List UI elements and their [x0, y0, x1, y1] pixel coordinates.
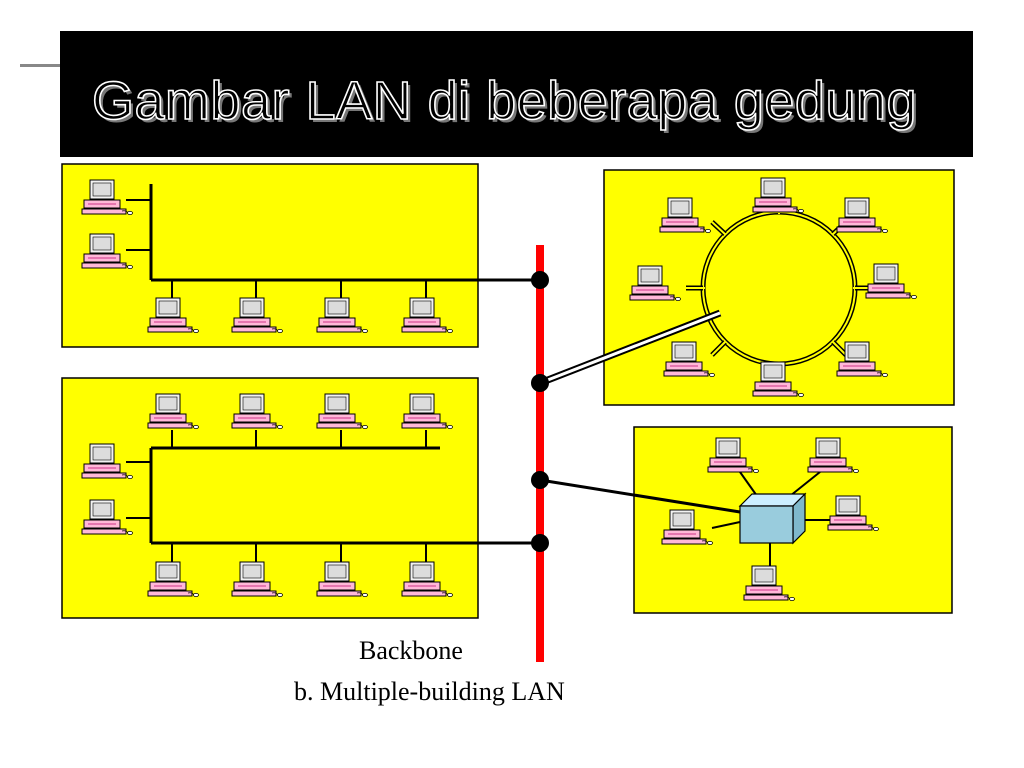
figure-caption: b. Multiple-building LAN: [294, 677, 565, 706]
building-star: [633, 426, 953, 614]
building-bus-bottom: [61, 377, 540, 619]
page-title: Gambar LAN di beberapa gedung: [91, 70, 918, 132]
backbone-label: Backbone: [359, 636, 463, 665]
backbone-junctions: [531, 271, 549, 552]
backbone-links: [538, 309, 741, 514]
building-ring: [603, 169, 955, 406]
hub-icon: [738, 492, 807, 545]
title-bar: [60, 31, 973, 157]
building-bus-top: [61, 163, 540, 348]
title-decoration-line: [20, 64, 62, 67]
